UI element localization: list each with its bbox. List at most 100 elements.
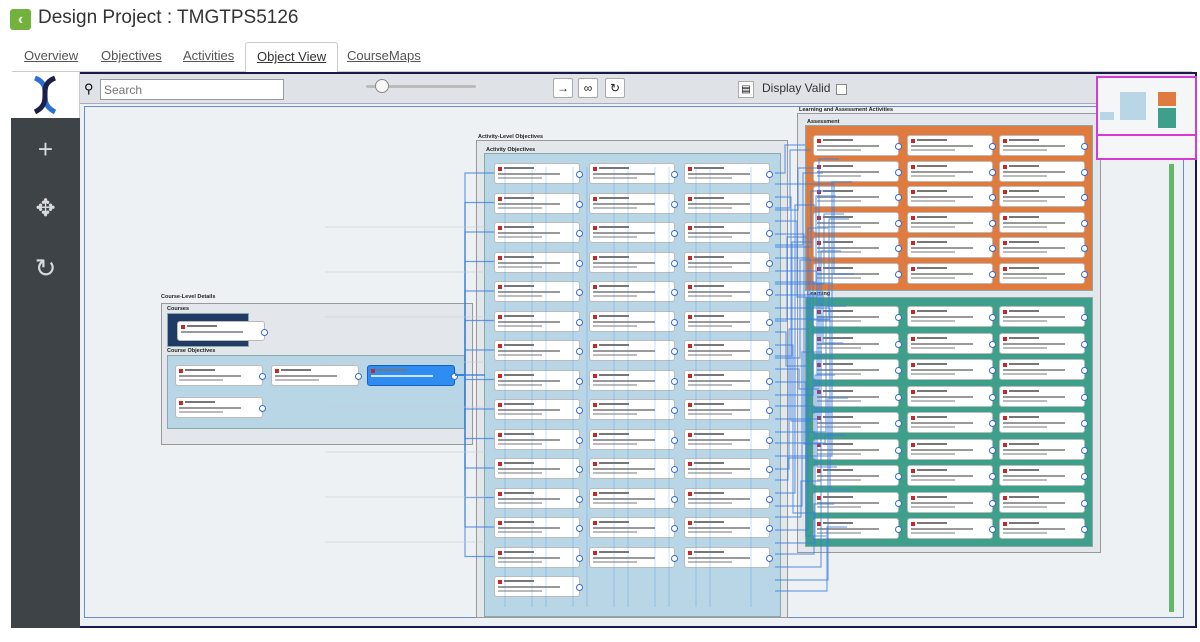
assessment-node[interactable]	[907, 135, 996, 156]
activity-objective-node[interactable]	[494, 428, 583, 450]
activity-objective-node[interactable]	[589, 458, 678, 479]
activity-objective-node[interactable]	[684, 399, 773, 420]
activity-objective-node[interactable]	[494, 517, 583, 538]
link-button[interactable]: ∞	[578, 78, 598, 98]
assessment-node[interactable]	[907, 237, 996, 258]
activity-objective-node[interactable]	[494, 546, 583, 568]
learning-node[interactable]	[999, 359, 1088, 380]
activity-objective-node[interactable]	[589, 192, 678, 214]
refresh-icon[interactable]: ↻	[34, 253, 57, 283]
learning-node[interactable]	[813, 491, 902, 513]
learning-node[interactable]	[999, 491, 1088, 513]
activity-objective-node[interactable]	[684, 546, 773, 568]
learning-node[interactable]	[907, 491, 996, 513]
activity-objective-node[interactable]	[684, 192, 773, 214]
activity-objective-node[interactable]	[589, 251, 678, 273]
object-diagram[interactable]: Course-Level Details Courses Course Obje…	[84, 106, 1184, 618]
activity-objective-node[interactable]	[684, 222, 773, 243]
activity-objective-node[interactable]	[684, 340, 773, 361]
activity-objective-node[interactable]	[589, 281, 678, 302]
activity-objective-node[interactable]	[684, 369, 773, 391]
activity-objective-node[interactable]	[684, 458, 773, 479]
display-valid-checkbox[interactable]	[836, 84, 847, 95]
activity-objective-node[interactable]	[494, 487, 583, 509]
activity-objective-node[interactable]	[589, 487, 678, 509]
learning-node[interactable]	[813, 306, 902, 327]
scroll-indicator[interactable]	[1169, 164, 1174, 612]
assessment-node[interactable]	[999, 237, 1088, 258]
assessment-node[interactable]	[907, 211, 996, 233]
assessment-node[interactable]	[907, 186, 996, 207]
activity-objective-node[interactable]	[494, 340, 583, 361]
learning-node[interactable]	[907, 412, 996, 433]
assessment-node[interactable]	[907, 160, 996, 182]
selected-course-objective-node[interactable]	[367, 365, 458, 386]
move-icon[interactable]: ✥	[35, 195, 56, 222]
tab-object-view[interactable]: Object View	[245, 42, 339, 73]
activity-objective-node[interactable]	[589, 369, 678, 391]
activity-objective-node[interactable]	[589, 546, 678, 568]
tab-objectives[interactable]: Objectives	[101, 48, 162, 63]
activity-objective-node[interactable]	[684, 428, 773, 450]
learning-node[interactable]	[999, 518, 1088, 539]
plus-icon[interactable]: +	[37, 134, 54, 164]
redo-button[interactable]: ↻	[605, 78, 625, 98]
activity-objective-node[interactable]	[589, 517, 678, 538]
learning-node[interactable]	[999, 385, 1088, 407]
activity-objective-node[interactable]	[589, 399, 678, 420]
activity-objective-node[interactable]	[494, 399, 583, 420]
learning-node[interactable]	[907, 332, 996, 354]
learning-node[interactable]	[907, 359, 996, 380]
activity-objective-node[interactable]	[589, 310, 678, 332]
course-objective-node[interactable]	[175, 397, 266, 418]
activity-objective-node[interactable]	[589, 163, 678, 184]
learning-node[interactable]	[813, 465, 902, 486]
activity-objective-node[interactable]	[494, 251, 583, 273]
assessment-node[interactable]	[999, 135, 1088, 156]
assessment-node[interactable]	[813, 135, 902, 156]
course-node[interactable]	[177, 321, 268, 341]
course-objective-node[interactable]	[175, 365, 266, 386]
diagram-canvas[interactable]: ⚲ → ∞ ↻ ▤ Display Valid Course-Level Det…	[80, 74, 1195, 626]
activity-objective-node[interactable]	[494, 163, 583, 184]
activity-objective-node[interactable]	[589, 428, 678, 450]
tab-overview[interactable]: Overview	[24, 48, 79, 63]
activity-objective-node[interactable]	[589, 340, 678, 361]
assessment-node[interactable]	[907, 262, 996, 284]
learning-node[interactable]	[999, 332, 1088, 354]
assessment-node[interactable]	[999, 160, 1088, 182]
learning-node[interactable]	[813, 438, 902, 460]
back-button[interactable]: ‹	[10, 9, 31, 30]
activity-objective-node[interactable]	[684, 163, 773, 184]
learning-node[interactable]	[999, 465, 1088, 486]
activity-objective-node[interactable]	[684, 251, 773, 273]
activity-objective-node[interactable]	[494, 192, 583, 214]
assessment-node[interactable]	[999, 211, 1088, 233]
learning-node[interactable]	[907, 465, 996, 486]
minimap[interactable]	[1096, 76, 1197, 160]
zoom-slider-track[interactable]	[366, 85, 476, 88]
tab-activities[interactable]: Activities	[183, 48, 235, 63]
activity-objective-node[interactable]	[494, 281, 583, 302]
learning-node[interactable]	[907, 518, 996, 539]
activity-objective-node[interactable]	[589, 222, 678, 243]
assessment-node[interactable]	[999, 186, 1088, 207]
activity-objective-node[interactable]	[494, 458, 583, 479]
learning-node[interactable]	[907, 438, 996, 460]
activity-objective-node[interactable]	[494, 576, 583, 597]
tab-coursemaps[interactable]: CourseMaps	[347, 48, 421, 63]
course-objective-node[interactable]	[271, 365, 362, 386]
search-input[interactable]	[100, 79, 284, 100]
learning-node[interactable]	[907, 306, 996, 327]
activity-objective-node[interactable]	[684, 517, 773, 538]
assessment-node[interactable]	[999, 262, 1088, 284]
activity-objective-node[interactable]	[494, 310, 583, 332]
zoom-slider-knob[interactable]	[375, 79, 389, 93]
learning-node[interactable]	[907, 385, 996, 407]
activity-objective-node[interactable]	[684, 281, 773, 302]
learning-node[interactable]	[999, 438, 1088, 460]
activity-objective-node[interactable]	[494, 222, 583, 243]
arrow-right-button[interactable]: →	[553, 78, 573, 98]
learning-node[interactable]	[813, 412, 902, 433]
activity-objective-node[interactable]	[684, 310, 773, 332]
